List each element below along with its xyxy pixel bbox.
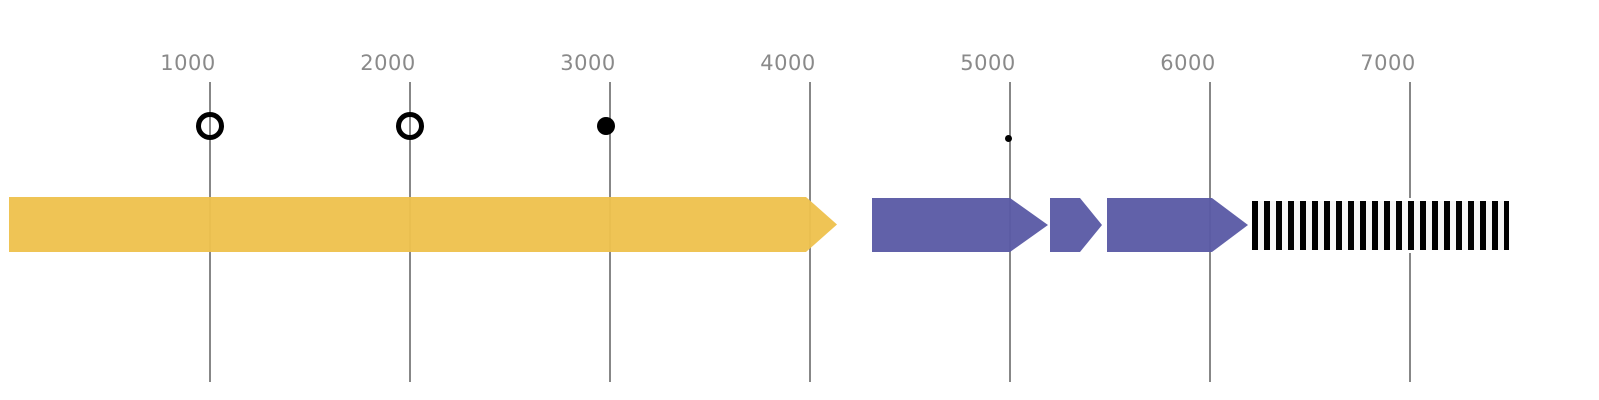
site-marker-dot (1004, 134, 1012, 142)
gene-arrow-3 (1050, 198, 1102, 252)
site-marker-dot (597, 117, 615, 135)
axis-tick-label: 2000 (360, 51, 416, 75)
gene-arrow-1 (9, 197, 837, 252)
hatched-feature (1249, 198, 1512, 253)
axis-tick-label: 5000 (960, 51, 1016, 75)
gene-arrow-4 (1107, 198, 1248, 252)
gene-arrow-2 (872, 198, 1048, 252)
axis-tick-label: 6000 (1160, 51, 1216, 75)
axis-tick-label: 3000 (560, 51, 616, 75)
axis-tick-label: 1000 (160, 51, 216, 75)
site-marker-ring (396, 112, 424, 140)
axis-tick-label: 7000 (1360, 51, 1416, 75)
axis-tick-label: 4000 (760, 51, 816, 75)
site-marker-ring (196, 112, 224, 140)
